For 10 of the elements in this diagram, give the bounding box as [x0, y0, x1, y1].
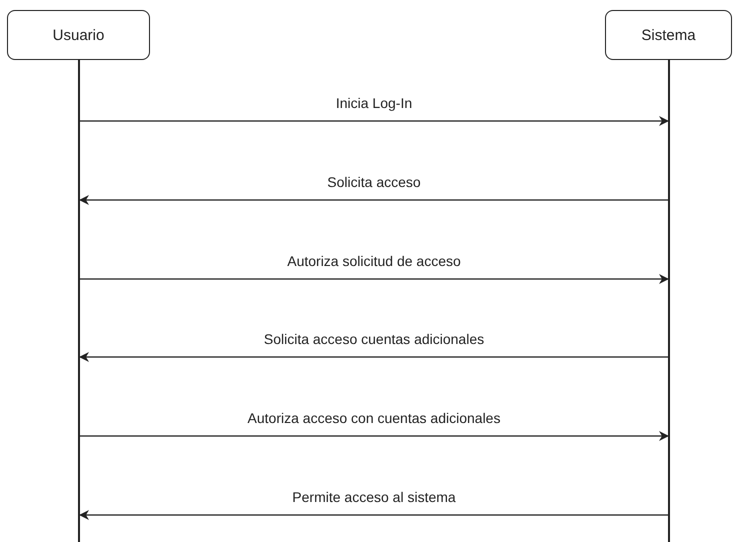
message-arrow [79, 195, 668, 205]
message-arrow [80, 116, 669, 126]
message-arrow [79, 352, 668, 362]
lifeline [668, 60, 670, 542]
participant-box: Usuario [7, 10, 150, 60]
message-arrow [79, 510, 668, 520]
message-arrow [80, 274, 669, 284]
message-arrow [80, 431, 669, 441]
participant-box: Sistema [605, 10, 732, 60]
lifeline [78, 60, 80, 542]
